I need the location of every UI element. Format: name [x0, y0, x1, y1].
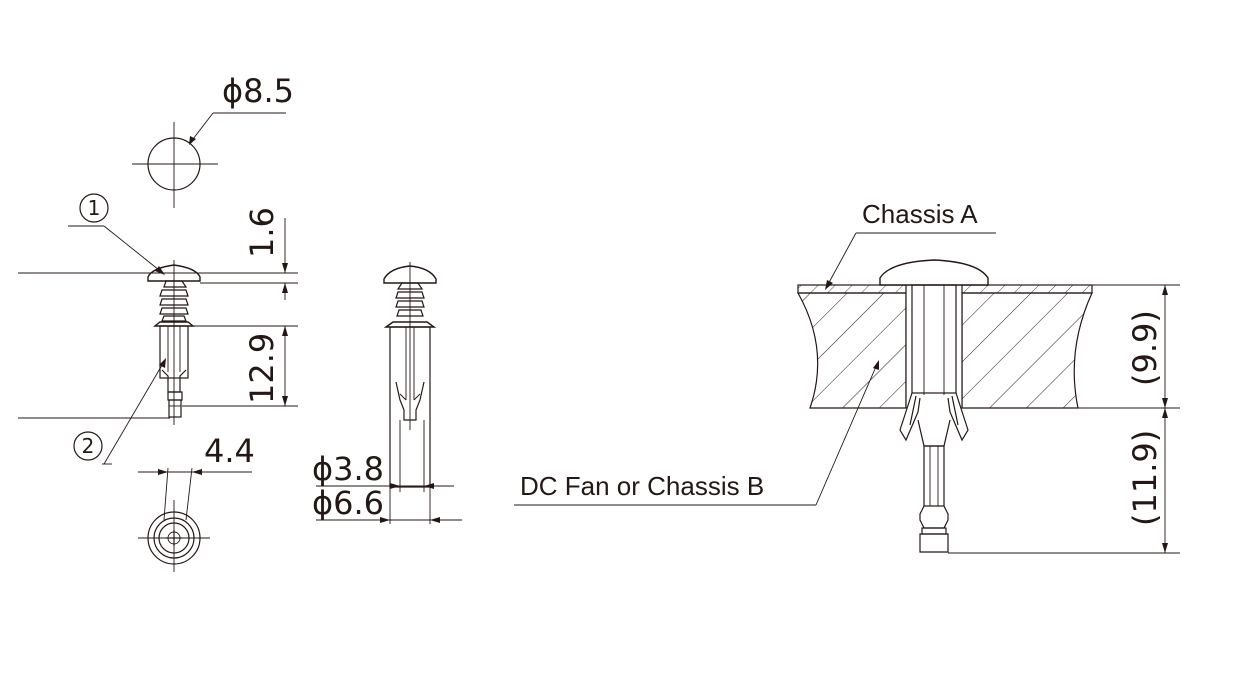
thickness-label: (9.9)	[1126, 310, 1164, 386]
body-length-label: 12.9	[243, 333, 281, 404]
head-diameter-label: ϕ8.5	[222, 72, 294, 110]
chassis-b-label: DC Fan or Chassis B	[520, 471, 764, 501]
top-view: ϕ8.5	[132, 72, 294, 208]
chassis-a-label: Chassis A	[862, 199, 978, 229]
end-view: 4.4	[138, 432, 255, 572]
callout-1-circle	[79, 193, 109, 223]
pin-diameter-label: ϕ3.8	[312, 450, 384, 488]
protrusion-label: (11.9)	[1126, 430, 1164, 526]
side-view-assembled: 1.6 12.9 1 2	[18, 193, 298, 465]
assembly-view: (9.9) (11.9) Chassis A DC Fan or Chassis…	[514, 199, 1180, 554]
callout-2-circle	[73, 431, 103, 461]
callout-2-text: 2	[82, 434, 95, 458]
body-diameter-label: ϕ6.6	[312, 484, 384, 522]
side-view-section: ϕ3.8 ϕ6.6	[312, 262, 462, 524]
callout-1-text: 1	[88, 196, 101, 220]
cross-width-label: 4.4	[204, 432, 255, 470]
head-height-label: 1.6	[243, 207, 281, 258]
